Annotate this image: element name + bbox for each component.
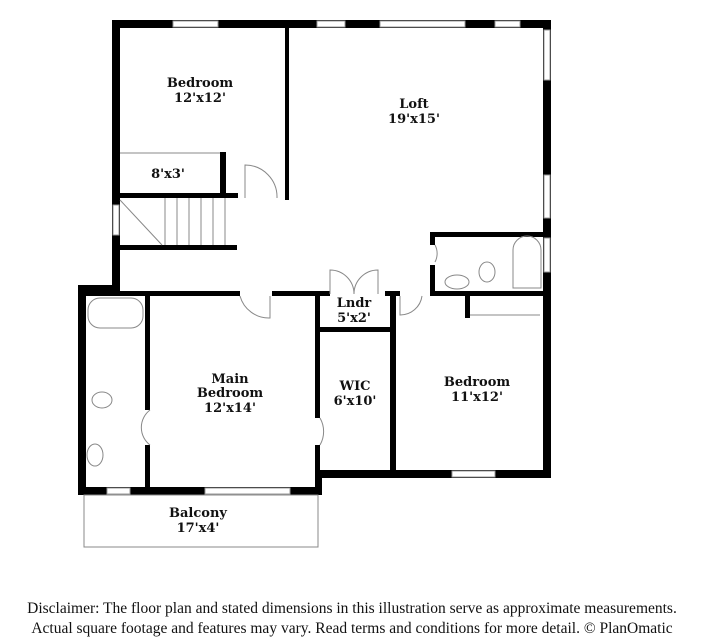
bedroom-se-size: 11'x12' [451, 390, 503, 405]
bedroom-nw-name: Bedroom [167, 76, 234, 91]
main-bedroom-name-1: Main [211, 372, 249, 387]
loft-name: Loft [399, 97, 428, 112]
bedroom-se-name: Bedroom [444, 375, 511, 390]
walls [78, 20, 551, 495]
loft-size: 19'x15' [388, 112, 440, 127]
disclaimer-line-2: Actual square footage and features may v… [31, 620, 673, 637]
disclaimer-line-1: Disclaimer: The floor plan and stated di… [27, 600, 677, 617]
wic-name: WIC [338, 379, 370, 394]
balcony-name: Balcony [169, 506, 227, 521]
closet-size: 8'x3' [151, 167, 185, 182]
wic-size: 6'x10' [334, 394, 377, 409]
main-bedroom-size: 12'x14' [204, 401, 256, 416]
laundry-size: 5'x2' [337, 311, 371, 326]
laundry-name: Lndr [337, 296, 372, 311]
fixtures [83, 152, 542, 548]
balcony-size: 17'x4' [177, 521, 220, 536]
bedroom-nw-size: 12'x12' [174, 91, 226, 106]
main-bedroom-name-2: Bedroom [197, 386, 264, 401]
room-labels: Bedroom 12'x12' 8'x3' Loft 19'x15' Lndr … [151, 76, 510, 536]
windows [106, 20, 551, 495]
